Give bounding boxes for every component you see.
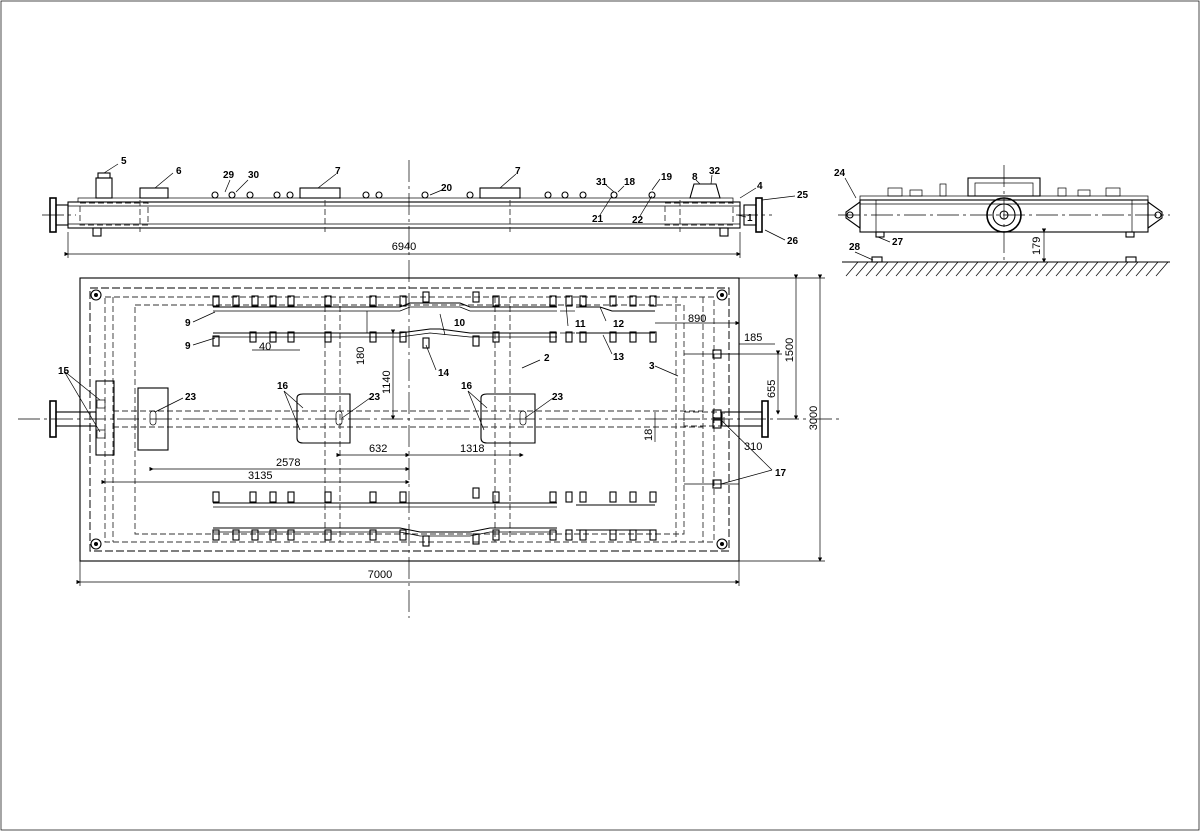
dim-179: 179 (1031, 237, 1043, 255)
dim-655: 655 (766, 380, 778, 398)
plan-part-23-left (137, 387, 169, 451)
part-label-13: 13 (613, 352, 625, 363)
part-label-2: 2 (544, 353, 550, 364)
part-label-7a: 7 (335, 166, 341, 177)
dim-180: 180 (355, 347, 367, 365)
part-label-22: 22 (632, 215, 644, 226)
corner-hole-tl (90, 289, 102, 301)
part-label-4: 4 (757, 181, 763, 192)
dim-890: 890 (688, 313, 706, 325)
dim-185: 185 (744, 332, 762, 344)
part-label-3: 3 (649, 361, 655, 372)
part-label-9b: 9 (185, 341, 191, 352)
part-label-6: 6 (176, 166, 182, 177)
dim-3000: 3000 (808, 406, 820, 430)
part-label-23b: 23 (369, 392, 381, 403)
plan-clamps (212, 291, 657, 547)
part-label-12: 12 (613, 319, 625, 330)
dim-632: 632 (369, 443, 387, 455)
dim-1318: 1318 (460, 443, 484, 455)
side-elevation-view: 179 24 28 27 (834, 165, 1170, 277)
part-label-11: 11 (575, 319, 586, 330)
part-label-7b: 7 (515, 166, 521, 177)
part-label-30: 30 (248, 170, 260, 181)
part-label-31: 31 (596, 177, 608, 188)
part-label-28: 28 (849, 242, 861, 253)
part-label-24: 24 (834, 168, 846, 179)
part-label-32: 32 (709, 166, 721, 177)
part-label-29: 29 (223, 170, 235, 181)
dim-2578: 2578 (276, 457, 300, 469)
part-label-15: 15 (58, 366, 70, 377)
corner-hole-br (716, 538, 728, 550)
side-shaft-outer (986, 197, 1022, 233)
part-label-5: 5 (121, 156, 127, 167)
dim-7000: 7000 (368, 569, 392, 581)
dim-1140: 1140 (381, 370, 393, 394)
corner-hole-tr (716, 289, 728, 301)
part-label-20: 20 (441, 183, 453, 194)
part-label-10: 10 (454, 318, 466, 329)
part-label-16a: 16 (277, 381, 289, 392)
dim-18: 18 (643, 429, 655, 441)
front-elevation-view: 6940 5 6 29 30 7 20 7 31 18 19 32 8 4 25 (42, 156, 809, 258)
plan-part-15 (95, 380, 115, 456)
part-label-18: 18 (624, 177, 636, 188)
part-label-26: 26 (787, 236, 799, 247)
plan-rails-bottom (213, 502, 655, 537)
dim-3135: 3135 (248, 470, 272, 482)
dim-1500: 1500 (784, 338, 796, 362)
ground-hatch (845, 261, 1169, 277)
part-label-9a: 9 (185, 318, 191, 329)
corner-hole-bl (90, 538, 102, 550)
part-label-14: 14 (438, 368, 450, 379)
part-label-16b: 16 (461, 381, 473, 392)
part-label-23c: 23 (552, 392, 564, 403)
part-label-8: 8 (692, 172, 698, 183)
plan-rails-top (213, 302, 655, 338)
front-bolt-row (211, 191, 656, 199)
part-label-23a: 23 (185, 392, 197, 403)
dim-310: 310 (744, 441, 762, 453)
dim-6940: 6940 (392, 241, 416, 253)
part-label-27: 27 (892, 237, 904, 248)
part-label-21: 21 (592, 214, 604, 225)
part-label-25: 25 (797, 190, 809, 201)
plan-view: 7000 3000 1500 890 185 655 18 310 1140 1… (18, 260, 842, 618)
plan-outer-frame (79, 277, 740, 562)
part-label-17: 17 (775, 468, 787, 479)
part-label-19: 19 (661, 172, 673, 183)
part-label-1: 1 (747, 213, 753, 224)
dim-40: 40 (259, 341, 271, 353)
front-deck-plate (77, 197, 734, 203)
